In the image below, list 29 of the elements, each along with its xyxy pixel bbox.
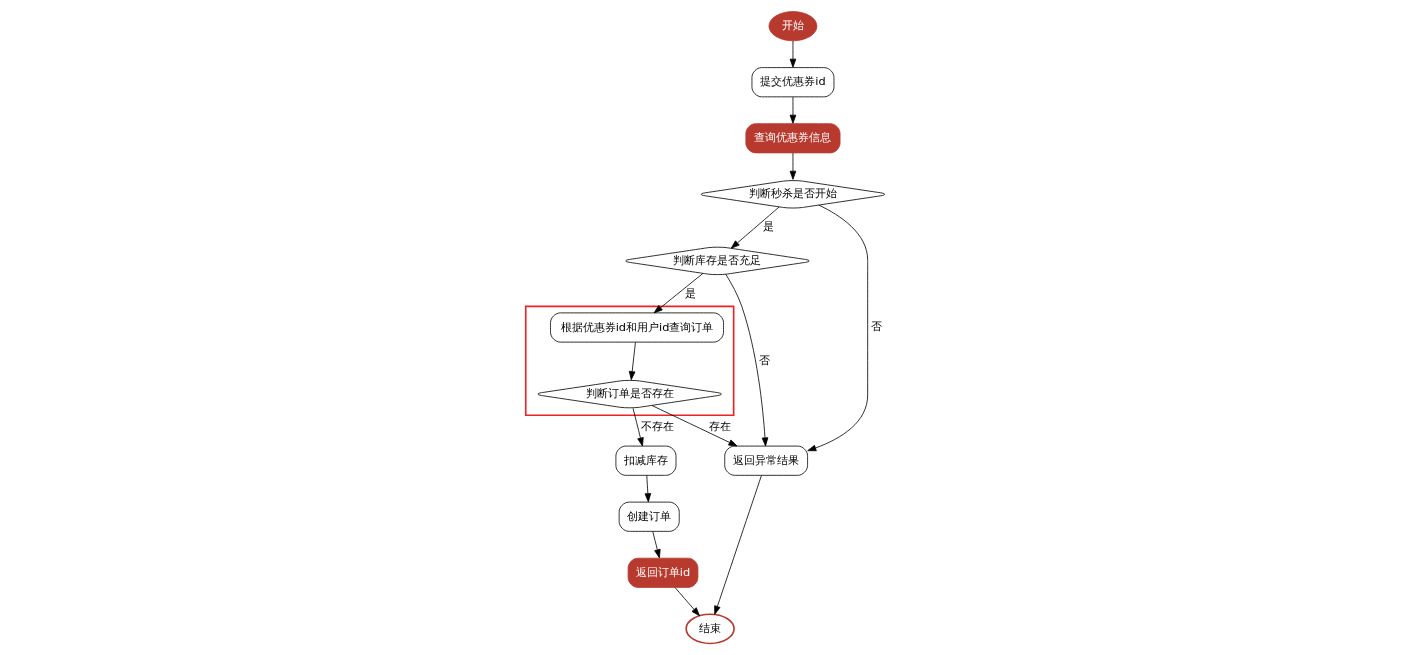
edge-label: 不存在 — [640, 420, 674, 433]
node-box: 返回订单id — [627, 557, 699, 588]
arrow — [807, 204, 869, 452]
node-ellipse: 结束 — [685, 613, 735, 645]
arrow — [628, 342, 636, 381]
node-box: 根据优惠券id和用户id查询订单 — [550, 312, 724, 343]
arrow — [714, 475, 762, 615]
arrow — [789, 96, 797, 124]
edge-label: 是 — [762, 220, 774, 233]
arrow — [632, 407, 644, 447]
arrow — [789, 152, 797, 180]
arrow — [644, 475, 652, 503]
arrow — [653, 273, 704, 314]
arrow — [730, 206, 780, 249]
arrow — [725, 274, 769, 447]
node-box: 返回异常结果 — [724, 445, 808, 476]
edge-label: 否 — [758, 353, 770, 366]
edge-label: 存在 — [708, 420, 731, 433]
node-ellipse: 开始 — [768, 11, 818, 42]
arrow — [651, 405, 738, 447]
node-box: 创建订单 — [618, 501, 680, 532]
arrow — [674, 587, 700, 617]
node-box: 提交优惠券id — [751, 67, 835, 98]
edge-label: 否 — [870, 320, 882, 333]
node-box: 扣减库存 — [615, 445, 677, 476]
arrow — [789, 40, 797, 68]
edge-label: 是 — [684, 286, 696, 299]
node-box: 查询优惠券信息 — [745, 123, 841, 154]
arrow — [652, 531, 661, 559]
